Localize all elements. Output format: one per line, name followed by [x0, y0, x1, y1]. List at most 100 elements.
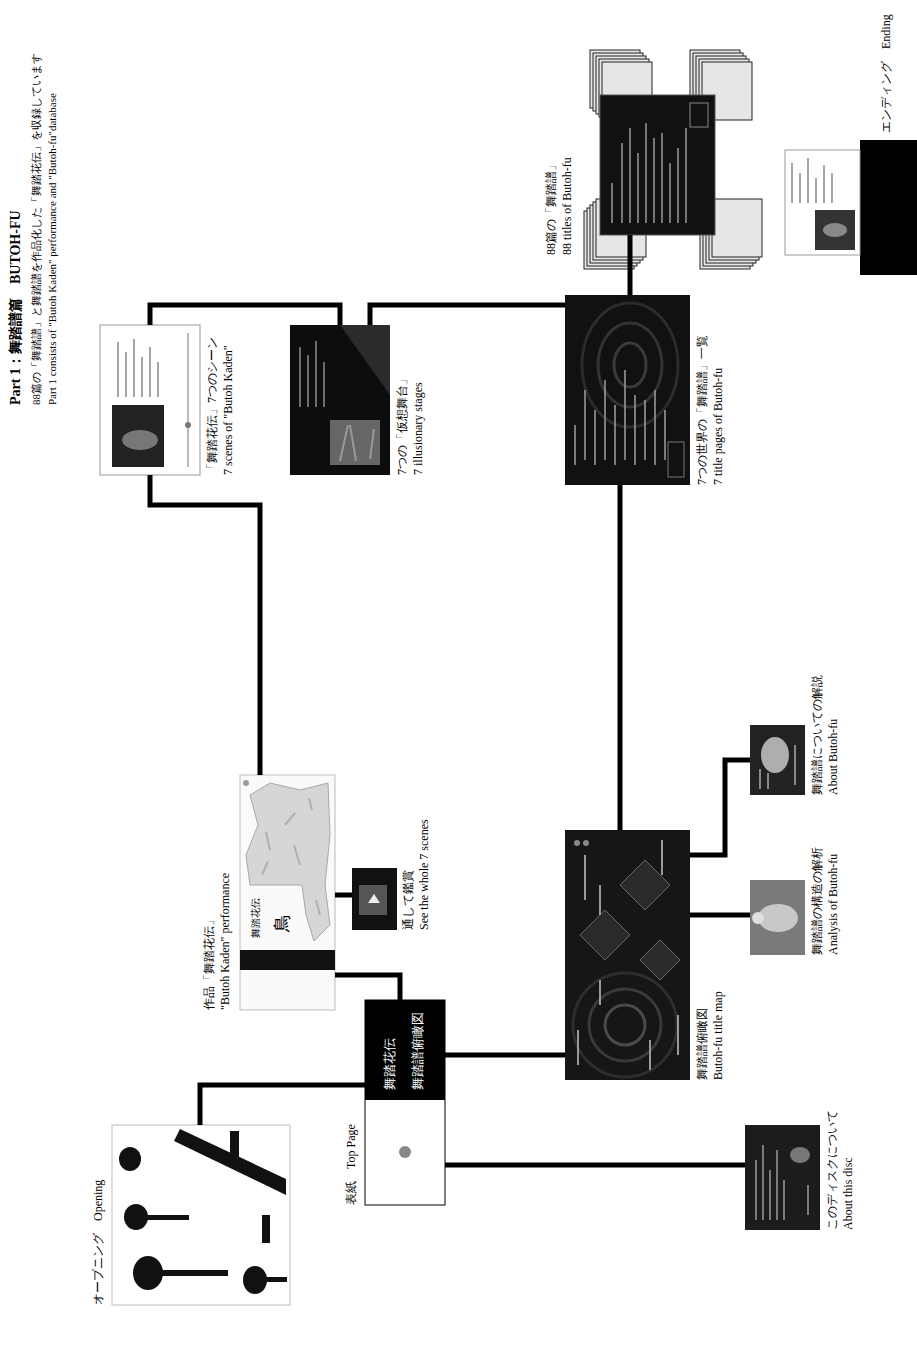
title-card-stack — [712, 199, 762, 257]
illusionary-stage-picture — [290, 325, 390, 475]
screen-caption: オープニング Opening — [92, 1180, 106, 1305]
top-page-picture — [365, 1000, 445, 1205]
seven-scenes-picture — [112, 405, 164, 467]
analysis-picture — [752, 912, 764, 924]
analysis-picture — [750, 880, 805, 955]
flow-line — [618, 485, 623, 830]
screen-caption: 7 scenes of "Butoh Kaden" — [222, 345, 236, 475]
opening-picture — [158, 1270, 228, 1276]
illusionary-stage-picture — [330, 420, 380, 465]
title-pages-picture — [575, 370, 665, 465]
title-map-picture — [573, 973, 677, 1077]
opening-picture — [144, 1215, 189, 1220]
title-pages-picture — [614, 343, 646, 387]
screen-node: オープニング Opening — [112, 1125, 290, 1305]
screen-text: 舞踏花伝 — [250, 898, 262, 938]
about-butoh-fu-picture — [750, 725, 805, 795]
performance-picture — [240, 775, 335, 1010]
top-page-picture — [365, 1000, 445, 1100]
title-card-stack — [690, 103, 708, 127]
ending-picture — [792, 158, 832, 203]
top-page-picture — [399, 1146, 411, 1158]
title-map-picture — [565, 830, 690, 1080]
title-map-picture — [605, 1005, 645, 1045]
flow-line — [445, 1053, 565, 1058]
seven-scenes-picture — [100, 325, 200, 475]
screen-caption: 舞踏譜俯瞰図 — [696, 1008, 710, 1080]
flow-line — [690, 913, 750, 918]
screen-caption: "Butoh Kaden" performance — [219, 873, 233, 1010]
see-whole-picture — [352, 868, 397, 930]
analysis-picture — [750, 880, 805, 955]
screen-node: 舞踏譜の構造の解析Analysis of Butoh-fu — [750, 880, 805, 955]
screen-node: 作品「舞踏花伝」"Butoh Kaden" performance舞踏花伝鳥 — [240, 775, 335, 1010]
title-pages-picture — [598, 323, 662, 407]
about-butoh-fu-picture — [761, 737, 789, 773]
seven-scenes-picture — [118, 339, 158, 397]
about-butoh-fu-picture — [760, 745, 795, 789]
flow-line — [370, 305, 565, 325]
screen-node: 通して鑑賞See the whole 7 scenes — [352, 868, 397, 930]
screen-node: 表紙 Top Page舞踏花伝舞踏譜俯瞰図 — [365, 1000, 445, 1205]
title-map-picture — [640, 940, 680, 980]
ending-picture — [860, 140, 917, 275]
flow-line — [335, 893, 352, 898]
screen-node: 「舞踏花伝」7つのシーン7 scenes of "Butoh Kaden" — [100, 325, 200, 475]
about-butoh-fu-picture — [750, 725, 805, 795]
screen-text: 鳥 — [272, 914, 293, 932]
illusionary-stage-picture — [290, 325, 390, 475]
opening-picture — [119, 1147, 141, 1171]
opening-picture — [262, 1215, 270, 1243]
see-whole-picture — [368, 894, 380, 903]
screen-node: 7つの世界の「舞踏譜」一覧7 title pages of Butoh-fu — [565, 295, 690, 485]
seven-scenes-picture — [122, 430, 158, 450]
screen-caption: 7 illusionary stages — [412, 382, 426, 475]
figure-subtitle: Part 1 consists of "Butoh Kaden" perform… — [46, 93, 59, 405]
title-map-picture — [583, 840, 589, 846]
title-pages-picture — [565, 295, 690, 485]
screen-caption: 7つの世界の「舞踏譜」一覧 — [696, 335, 710, 485]
flow-line — [200, 1085, 365, 1125]
ending-picture — [785, 150, 860, 255]
about-disc-picture — [745, 1125, 820, 1230]
performance-picture — [240, 775, 335, 1010]
opening-picture — [112, 1125, 290, 1305]
opening-picture — [112, 1125, 290, 1305]
screen-caption: 作品「舞踏花伝」 — [203, 914, 217, 1010]
ending-picture — [785, 140, 917, 275]
opening-picture — [262, 1277, 287, 1282]
figure-title: Part 1：舞踏譜篇 BUTOH-FU — [8, 210, 24, 405]
performance-picture — [246, 887, 300, 943]
title-pages-picture — [582, 303, 678, 427]
seven-scenes-picture — [187, 333, 189, 467]
flow-line — [690, 760, 750, 855]
screen-node: 7つの「仮想舞台」7 illusionary stages — [290, 325, 390, 475]
screen-caption: 舞踏譜の構造の解析 — [811, 847, 825, 955]
screen-node: 88篇の「舞踏譜」88 titles of Butoh-fu — [600, 95, 715, 235]
screen-caption: 88 titles of Butoh-fu — [561, 157, 575, 255]
screen-caption: 舞踏譜についての解説 — [811, 675, 825, 795]
opening-picture — [230, 1131, 239, 1159]
illusionary-stage-picture — [340, 325, 390, 395]
title-pages-picture — [565, 295, 690, 485]
flow-line — [335, 975, 400, 1000]
title-map-picture — [580, 910, 630, 960]
about-disc-picture — [790, 1147, 810, 1163]
screen-caption: 88篇の「舞踏譜」 — [545, 159, 559, 255]
flow-line — [628, 235, 633, 295]
title-pages-picture — [668, 442, 684, 477]
screen-caption: 7つの「仮想舞台」 — [396, 373, 410, 475]
performance-picture — [243, 780, 249, 786]
screen-text: 舞踏譜俯瞰図 — [411, 1012, 426, 1090]
screen-node: エンディング Ending — [785, 150, 860, 255]
title-map-picture — [578, 840, 678, 1070]
about-disc-picture — [745, 1125, 820, 1230]
title-card-stack — [600, 95, 715, 235]
screen-caption: Analysis of Butoh-fu — [827, 854, 841, 955]
screen-caption: 表紙 Top Page — [345, 1124, 359, 1205]
screen-text: 舞踏花伝 — [383, 1038, 398, 1090]
screen-node: 舞踏譜についての解説About Butoh-fu — [750, 725, 805, 795]
